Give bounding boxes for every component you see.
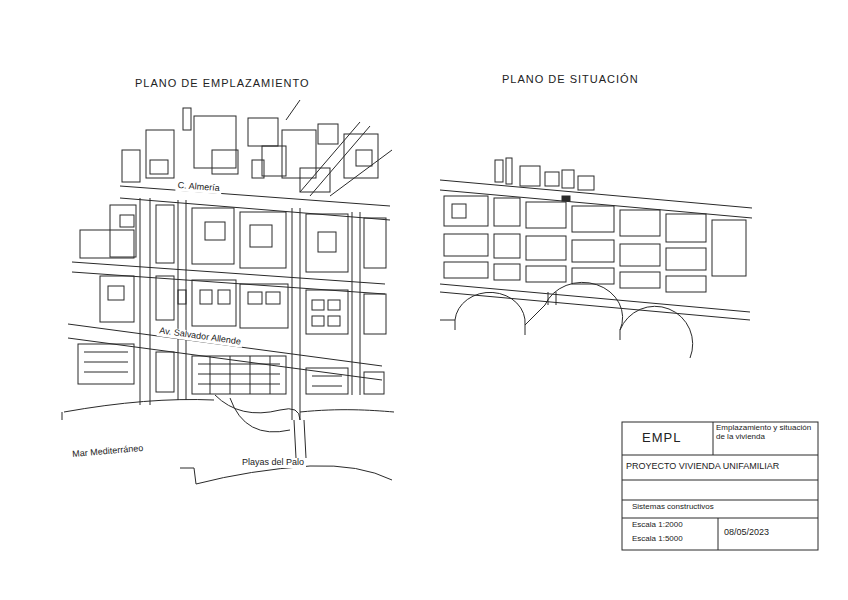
map-title: PLANO DE SITUACIÓN [502,73,639,85]
title-block [622,422,818,550]
beach-name: Playas del Palo [240,458,306,468]
drawing-description: Emplazamiento y situación de la vivienda [716,424,814,442]
project-name: PROYECTO VIVIENDA UNIFAMILIAR [626,462,779,472]
subject-name: Sistemas constructivos [632,503,714,512]
drawing-code: EMPL [642,431,681,445]
situacion-map [440,158,752,358]
date-text: 08/05/2023 [724,528,769,538]
sea-name: Mar Mediterráneo [72,444,144,460]
scale-note: Escala 1:2000 [632,521,683,530]
street-name: C. Almería [175,181,222,194]
emplazamiento-map [62,100,394,484]
street-name: Av. Salvador Allende [157,326,244,348]
scale-note: Escala 1:5000 [632,535,683,544]
map-title: PLANO DE EMPLAZAMIENTO [135,77,310,89]
